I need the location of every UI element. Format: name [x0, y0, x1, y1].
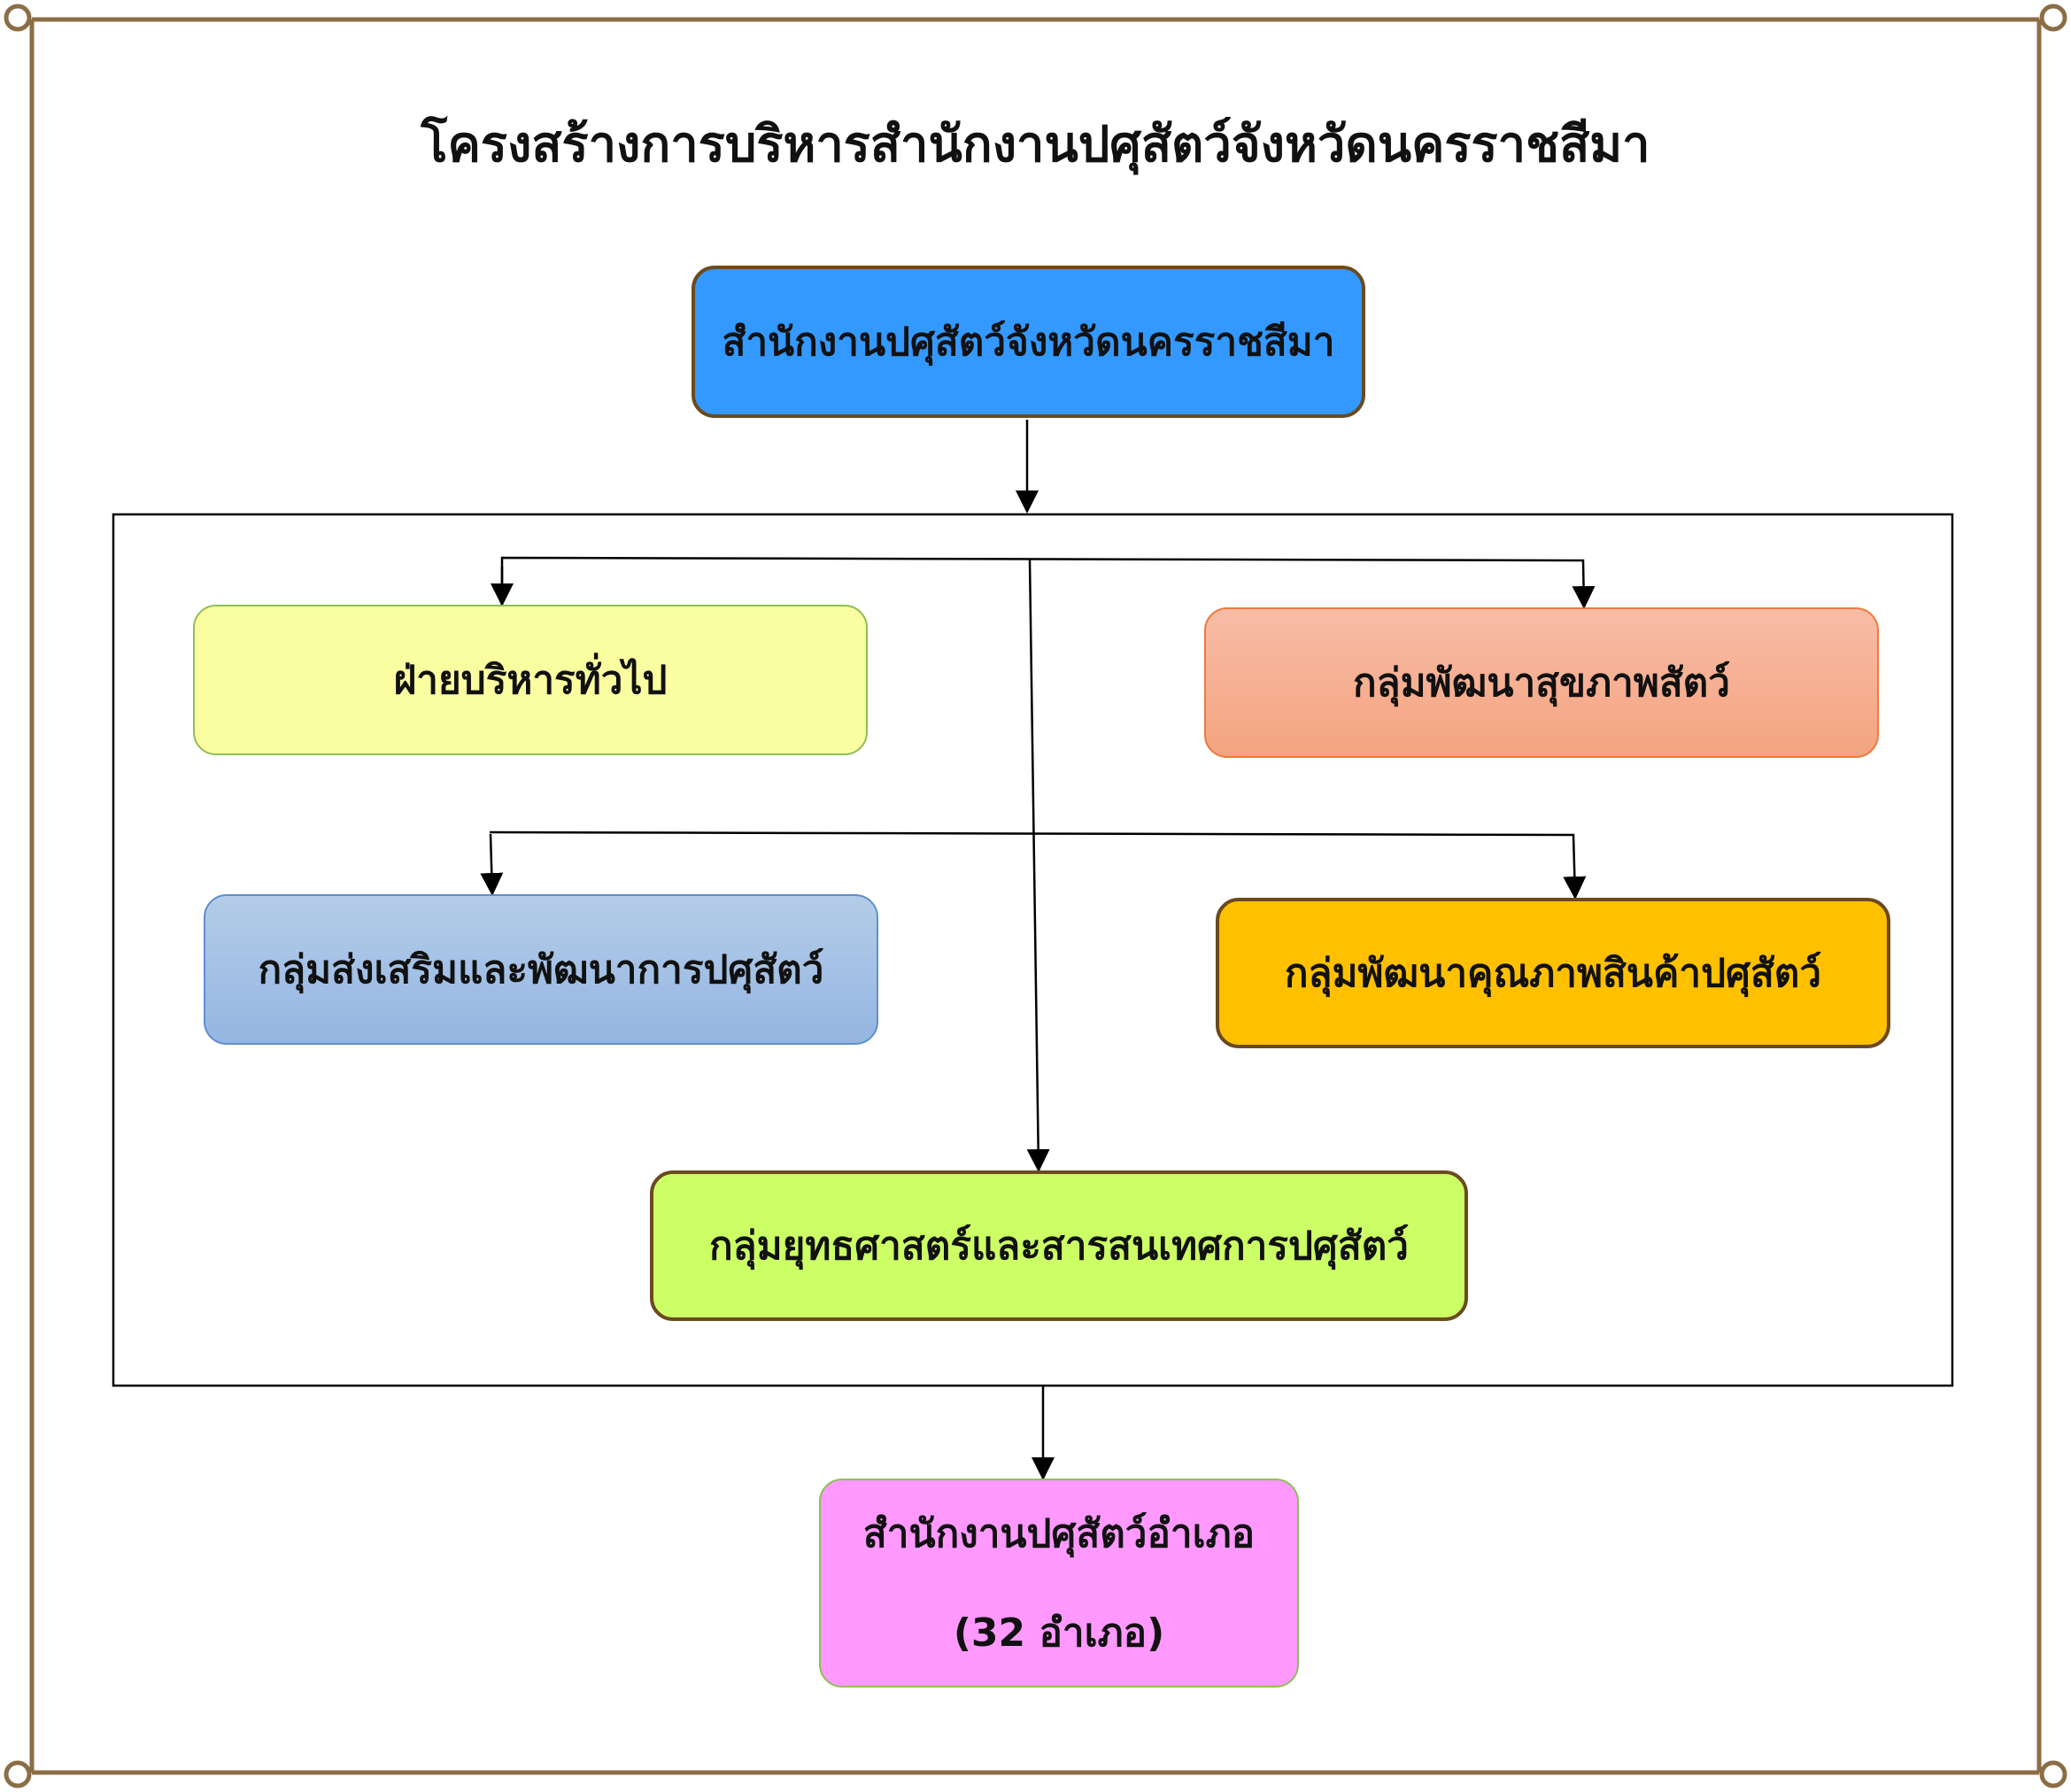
arrow-mid-branch-left — [480, 833, 504, 896]
node-district-office: สำนักงานปศุสัตว์อำเภอ (32 อำเภอ) — [819, 1479, 1299, 1688]
node-strategy: กลุ่มยุทธศาสตร์และสารสนเทศการปศุสัตว์ — [650, 1170, 1468, 1321]
node-promotion-label: กลุ่มส่งเสริมและพัฒนาการปศุสัตว์ — [258, 947, 824, 993]
chart-title: โครงสร้างการบริหารสำนักงานปศุสัตว์จังหวั… — [421, 116, 1650, 174]
node-quality-label: กลุ่มพัฒนาคุณภาพสินค้าปศุสัตว์ — [1284, 951, 1822, 996]
node-general-admin-label: ฝ่ายบริหารทั่วไป — [393, 658, 668, 703]
node-quality: กลุ่มพัฒนาคุณภาพสินค้าปศุสัตว์ — [1216, 898, 1890, 1048]
connectors — [480, 420, 1596, 1480]
node-head-office-label: สำนักงานปศุสัตว์จังหวัดนครราชสีมา — [722, 320, 1335, 365]
decorative-frame — [4, 4, 2067, 1788]
node-district-office-label: สำนักงานปศุสัตว์อำเภอ — [862, 1511, 1256, 1556]
corner-ornament-tl — [4, 4, 32, 32]
node-strategy-label: กลุ่มยุทธศาสตร์และสารสนเทศการปศุสัตว์ — [709, 1224, 1409, 1269]
node-animal-health: กลุ่มพัฒนาสุขภาพสัตว์ — [1204, 607, 1879, 758]
node-general-admin: ฝ่ายบริหารทั่วไป — [193, 605, 868, 755]
arrow-top-branch-right — [500, 556, 1596, 609]
node-district-count: (32 อำเภอ) — [953, 1610, 1165, 1656]
arrow-center-to-strategy — [1026, 559, 1050, 1172]
arrow-mid-branch-right — [489, 830, 1587, 900]
corner-ornament-br — [2039, 1760, 2067, 1788]
node-promotion: กลุ่มส่งเสริมและพัฒนาการปศุสัตว์ — [204, 894, 878, 1045]
corner-ornament-tr — [2039, 4, 2067, 32]
node-head-office: สำนักงานปศุสัตว์จังหวัดนครราชสีมา — [692, 266, 1365, 418]
node-animal-health-label: กลุ่มพัฒนาสุขภาพสัตว์ — [1353, 660, 1730, 706]
corner-ornament-bl — [4, 1760, 32, 1788]
group-container — [112, 513, 1954, 1387]
